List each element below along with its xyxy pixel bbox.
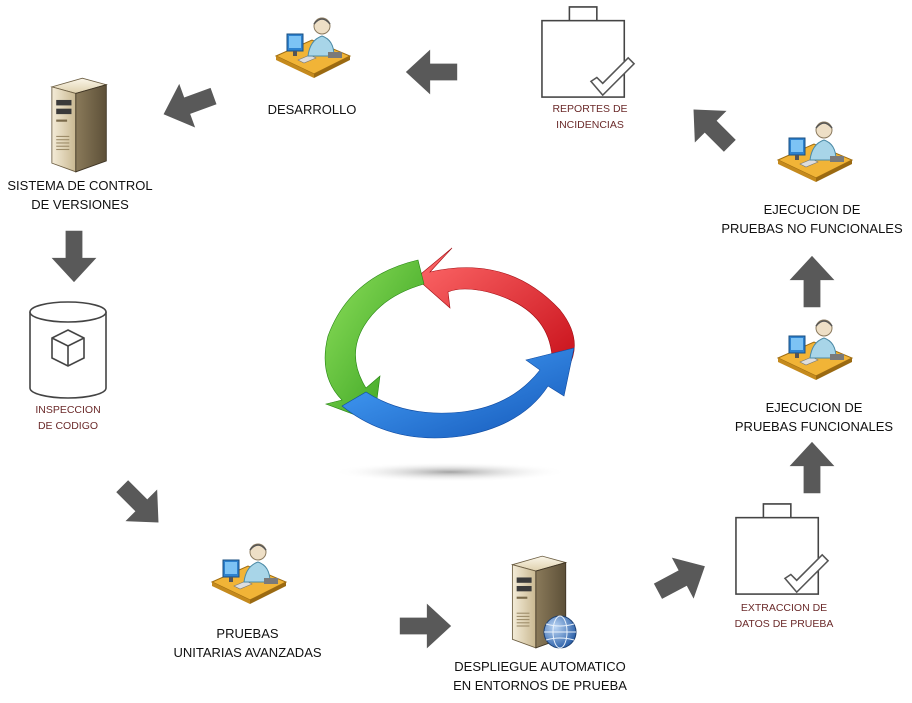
pruebas-unitarias-text-2: UNITARIAS AVANZADAS	[173, 645, 322, 660]
arrow-extraccion-to-funcionales	[789, 441, 835, 494]
reportes-text-2: INCIDENCIAS	[556, 119, 624, 131]
cycle-icon	[312, 236, 592, 498]
bag-checkmark-icon-extraccion	[734, 500, 832, 598]
extraccion-label: EXTRACCION DE DATOS DE PRUEBA	[714, 600, 854, 632]
arrow-unitarias-to-despliegue	[399, 603, 452, 649]
ejec-no-funcionales-label: EJECUCION DE PRUEBAS NO FUNCIONALES	[716, 200, 908, 238]
despliegue-text-1: DESPLIEGUE AUTOMATICO	[454, 659, 626, 674]
pruebas-unitarias-text-1: PRUEBAS	[216, 626, 279, 641]
arrow-no-funcionales-to-reportes	[677, 93, 746, 162]
ejec-funcionales-text-1: EJECUCION DE	[765, 400, 863, 415]
person-workstation-icon-funcionales	[774, 314, 854, 384]
pruebas-unitarias-label: PRUEBAS UNITARIAS AVANZADAS	[160, 624, 335, 662]
person-workstation-icon-no-funcionales	[774, 116, 854, 186]
server-icon	[44, 76, 112, 174]
inspeccion-text-1: INSPECCION	[35, 404, 101, 416]
ejec-funcionales-label: EJECUCION DE PRUEBAS FUNCIONALES	[726, 398, 902, 436]
desarrollo-icon	[272, 12, 352, 82]
despliegue-text-2: EN ENTORNOS DE PRUEBA	[453, 678, 627, 693]
server-globe-icon	[504, 554, 584, 654]
arrow-desarrollo-to-sistema	[155, 74, 222, 137]
inspeccion-label: INSPECCION DE CODIGO	[8, 402, 128, 434]
extraccion-text-1: EXTRACCION DE	[740, 602, 828, 614]
sistema-label: SISTEMA DE CONTROL DE VERSIONES	[0, 176, 160, 214]
extraccion-text-2: DATOS DE PRUEBA	[734, 618, 834, 630]
arrow-inspeccion-to-unitarias	[106, 470, 175, 539]
arrow-reportes-to-desarrollo	[405, 49, 458, 95]
ejec-no-funcionales-text-2: PRUEBAS NO FUNCIONALES	[721, 221, 903, 236]
globe-icon	[543, 615, 577, 649]
person-workstation-icon-unitarias	[208, 538, 288, 608]
database-cube-icon	[28, 300, 108, 400]
ejec-no-funcionales-text-1: EJECUCION DE	[763, 202, 861, 217]
sistema-text-1: SISTEMA DE CONTROL	[7, 178, 153, 193]
reportes-label: REPORTES DE INCIDENCIAS	[520, 101, 660, 133]
desarrollo-label: DESARROLLO	[232, 100, 392, 119]
arrow-funcionales-to-no-funcionales	[789, 255, 835, 308]
ejec-funcionales-text-2: PRUEBAS FUNCIONALES	[734, 419, 894, 434]
desarrollo-text: DESARROLLO	[267, 102, 357, 117]
sistema-text-2: DE VERSIONES	[31, 197, 129, 212]
arrow-despliegue-to-extraccion	[647, 545, 716, 612]
despliegue-label: DESPLIEGUE AUTOMATICO EN ENTORNOS DE PRU…	[440, 657, 640, 695]
inspeccion-text-2: DE CODIGO	[37, 420, 99, 432]
arrow-sistema-to-inspeccion	[51, 230, 97, 283]
reportes-text-1: REPORTES DE	[552, 103, 628, 115]
bag-checkmark-icon-reportes	[540, 3, 638, 101]
